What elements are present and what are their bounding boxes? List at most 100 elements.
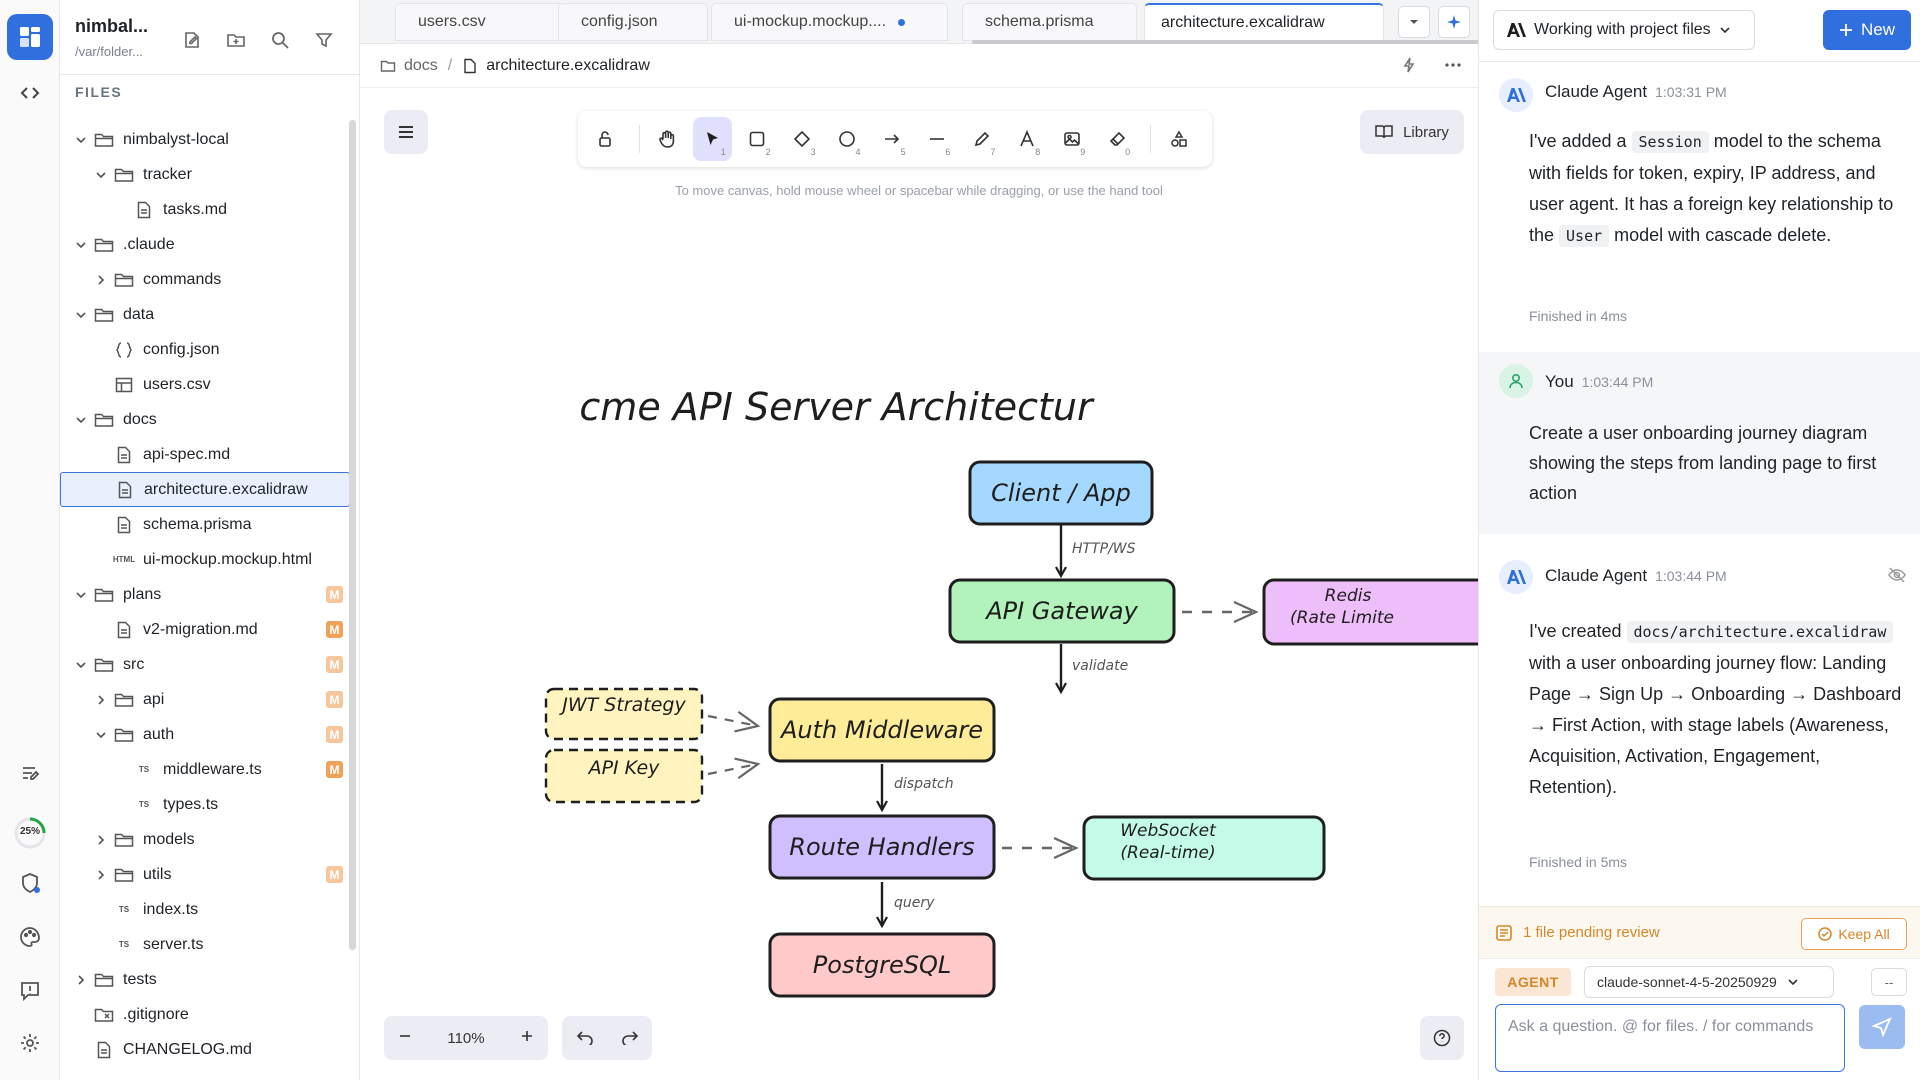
file-tree-item[interactable]: schema.prisma [60, 507, 350, 542]
extra-shapes-icon[interactable] [1159, 117, 1198, 161]
node-api-gateway[interactable] [948, 578, 1176, 644]
file-tree-item[interactable]: tracker [60, 157, 350, 192]
hand-tool-icon[interactable] [648, 117, 687, 161]
chevron-down-icon[interactable] [73, 237, 89, 253]
file-tree-item[interactable]: config.json [60, 332, 350, 367]
select-tool-icon[interactable]: 1 [692, 117, 732, 161]
new-file-icon[interactable] [178, 26, 206, 54]
keep-all-button[interactable]: Keep All [1801, 918, 1907, 950]
file-tree-item[interactable]: commands [60, 262, 350, 297]
undo-icon[interactable] [576, 1029, 594, 1048]
file-tree-scrollbar[interactable] [349, 120, 356, 950]
tab-users-csv[interactable]: users.csv [395, 3, 565, 41]
mode-badge[interactable]: AGENT [1495, 968, 1571, 996]
chevron-down-icon[interactable] [73, 657, 89, 673]
palette-icon[interactable] [15, 922, 45, 952]
settings-gear-icon[interactable] [15, 1028, 45, 1058]
app-logo-icon[interactable] [7, 14, 53, 60]
zoom-level[interactable]: 110% [447, 1029, 485, 1047]
extra-option-button[interactable]: -- [1871, 968, 1907, 996]
context-selector[interactable]: Working with project files [1493, 10, 1755, 50]
pencil-tool-icon[interactable]: 7 [962, 117, 1001, 161]
chevron-down-icon[interactable] [73, 412, 89, 428]
chevron-right-icon[interactable] [93, 867, 109, 883]
tab-architecture-excalidraw[interactable]: architecture.excalidraw [1144, 3, 1384, 41]
library-button[interactable]: Library [1360, 110, 1464, 154]
chevron-right-icon[interactable] [93, 272, 109, 288]
breadcrumb-file[interactable]: architecture.excalidraw [486, 56, 650, 74]
lock-tool-icon[interactable] [586, 117, 625, 161]
file-tree-item[interactable]: tasks.md [60, 192, 350, 227]
file-tree-item[interactable]: tests [60, 962, 350, 997]
model-selector[interactable]: claude-sonnet-4-5-20250929 [1584, 966, 1834, 998]
breadcrumb-folder[interactable]: docs [404, 56, 438, 74]
new-folder-icon[interactable] [222, 26, 250, 54]
tab-list-chevron-icon[interactable] [1398, 6, 1430, 38]
more-options-icon[interactable] [1444, 56, 1462, 79]
chevron-down-icon[interactable] [73, 307, 89, 323]
shield-icon[interactable] [15, 868, 45, 898]
file-tree-item[interactable]: .gitignore [60, 997, 350, 1032]
file-tree-item[interactable]: docs [60, 402, 350, 437]
tab-schema-prisma[interactable]: schema.prisma [962, 3, 1137, 41]
file-tree-item[interactable]: api-spec.md [60, 437, 350, 472]
file-tree-item[interactable]: nimbalyst-local [60, 122, 350, 157]
send-button[interactable] [1859, 1005, 1905, 1049]
ai-action-icon[interactable] [1400, 56, 1418, 79]
file-tree-item[interactable]: users.csv [60, 367, 350, 402]
chevron-right-icon[interactable] [93, 832, 109, 848]
eraser-tool-icon[interactable]: 0 [1097, 117, 1136, 161]
excalidraw-canvas[interactable]: cme API Server Architectur Client / App … [360, 88, 1478, 1080]
chevron-down-icon[interactable] [73, 132, 89, 148]
node-client-app[interactable] [968, 460, 1154, 526]
node-auth-middleware[interactable] [768, 697, 996, 763]
tab-ui-mockup[interactable]: ui-mockup.mockup.... [711, 3, 948, 41]
chevron-down-icon[interactable] [73, 587, 89, 603]
pending-review-label[interactable]: 1 file pending review [1523, 924, 1660, 941]
node-jwt-strategy[interactable] [544, 687, 704, 741]
arrow-tool-icon[interactable]: 5 [873, 117, 912, 161]
text-tool-icon[interactable]: 8 [1007, 117, 1046, 161]
search-icon[interactable] [266, 26, 294, 54]
chevron-right-icon[interactable] [93, 692, 109, 708]
help-icon[interactable] [1420, 1016, 1464, 1060]
tab-scrollbar[interactable] [972, 40, 1742, 44]
file-tree-item[interactable]: models [60, 822, 350, 857]
zoom-in-button[interactable] [520, 1029, 534, 1047]
redo-icon[interactable] [621, 1029, 639, 1048]
file-tree-item[interactable]: architecture.excalidraw [60, 472, 350, 507]
file-tree-item[interactable]: data [60, 297, 350, 332]
canvas-menu-button[interactable] [384, 110, 428, 154]
diamond-tool-icon[interactable]: 3 [783, 117, 822, 161]
sparkle-icon[interactable] [1438, 6, 1470, 38]
node-redis[interactable] [1262, 578, 1478, 646]
file-tree-item[interactable]: CHANGELOG.md [60, 1032, 350, 1067]
filter-icon[interactable] [310, 26, 338, 54]
node-api-key[interactable] [544, 748, 704, 804]
chat-input[interactable]: Ask a question. @ for files. / for comma… [1495, 1004, 1845, 1072]
project-name[interactable]: nimbal... [75, 16, 149, 36]
node-websocket[interactable] [1082, 815, 1326, 881]
feedback-icon[interactable] [15, 976, 45, 1006]
tab-config-json[interactable]: config.json [558, 3, 708, 41]
node-postgresql[interactable] [768, 932, 996, 998]
file-tree-item[interactable]: .claude [60, 227, 350, 262]
node-route-handlers[interactable] [768, 814, 996, 880]
ellipse-tool-icon[interactable]: 4 [828, 117, 867, 161]
chevron-down-icon[interactable] [93, 727, 109, 743]
line-tool-icon[interactable]: 6 [917, 117, 956, 161]
zoom-out-button[interactable] [398, 1029, 412, 1047]
edit-list-icon[interactable] [15, 758, 45, 788]
chevron-right-icon[interactable] [73, 972, 89, 988]
image-tool-icon[interactable]: 9 [1052, 117, 1091, 161]
code-view-icon[interactable] [15, 78, 45, 108]
